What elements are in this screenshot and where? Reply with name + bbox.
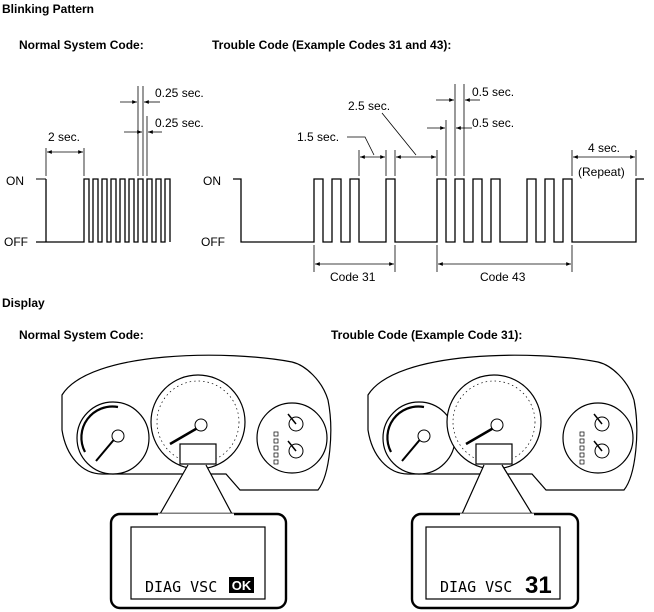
code-31-label: Code 31 bbox=[330, 270, 376, 284]
center-gauge-needle bbox=[465, 424, 498, 446]
lcd-text-trouble: DIAG VSC bbox=[440, 578, 512, 596]
code-43-label: Code 43 bbox=[480, 270, 526, 284]
off-label-normal: OFF bbox=[4, 235, 28, 249]
trouble-code-pattern-heading: Trouble Code (Example Codes 31 and 43): bbox=[212, 38, 452, 52]
trouble-on-label: 0.5 sec. bbox=[472, 85, 514, 99]
off-label-trouble: OFF bbox=[201, 235, 225, 249]
on-label-normal: ON bbox=[6, 174, 24, 188]
instrument-cluster-normal: DIAG VSC OK bbox=[61, 354, 332, 610]
normal-period-label: 2 sec. bbox=[48, 130, 80, 144]
ok-badge-text: OK bbox=[232, 578, 252, 593]
normal-waveform bbox=[36, 178, 171, 243]
digit-gap-label: 2.5 sec. bbox=[348, 99, 390, 113]
cluster-display-window-trouble bbox=[475, 443, 513, 465]
lcd-screen-normal bbox=[130, 526, 266, 600]
display-heading: Display bbox=[2, 296, 45, 310]
lcd-trouble-code: 31 bbox=[525, 572, 552, 599]
instrument-cluster-trouble: DIAG VSC 31 bbox=[367, 354, 638, 610]
on-label-trouble: ON bbox=[203, 174, 221, 188]
lcd-text-normal: DIAG VSC bbox=[145, 578, 217, 596]
cluster-display-window-normal bbox=[179, 443, 217, 465]
trouble-off-label: 0.5 sec. bbox=[472, 116, 514, 130]
lcd-screen-trouble bbox=[425, 526, 561, 600]
leader-25 bbox=[381, 112, 417, 156]
trouble-display-heading: Trouble Code (Example Code 31): bbox=[331, 328, 523, 342]
trouble-waveform bbox=[233, 178, 644, 243]
repeat-label: (Repeat) bbox=[578, 165, 625, 179]
ok-badge bbox=[229, 577, 254, 593]
repeat-gap-label: 4 sec. bbox=[588, 141, 620, 155]
leader-15 bbox=[347, 136, 375, 156]
normal-on-label: 0.25 sec. bbox=[155, 86, 204, 100]
normal-code-heading: Normal System Code: bbox=[19, 38, 144, 52]
normal-display-heading: Normal System Code: bbox=[19, 328, 144, 342]
blinking-pattern-heading: Blinking Pattern bbox=[2, 2, 95, 16]
pulse-gap-label: 1.5 sec. bbox=[297, 130, 339, 144]
normal-off-label: 0.25 sec. bbox=[155, 116, 204, 130]
center-gauge-needle bbox=[169, 424, 202, 446]
